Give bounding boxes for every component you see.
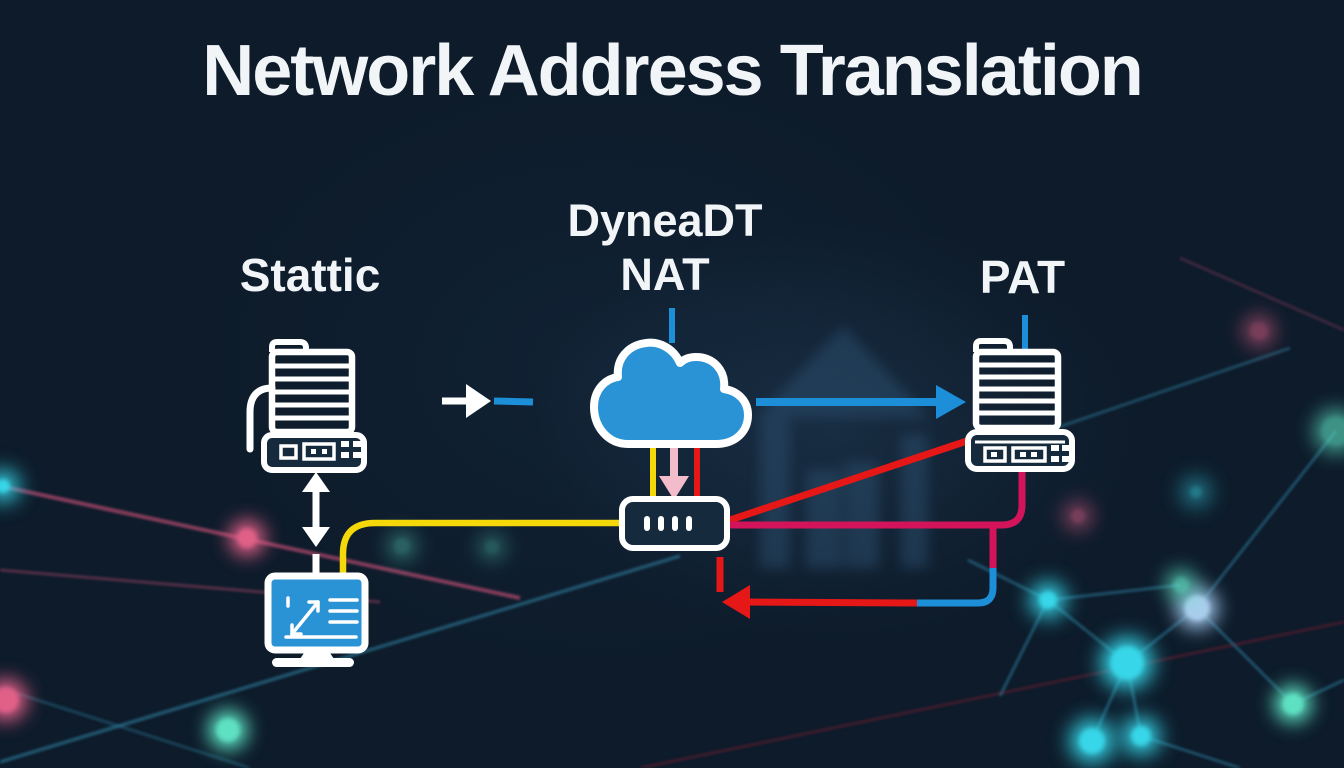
left-arrow-icon [722, 585, 750, 619]
red-diagonal-line [725, 437, 969, 525]
nat-cloud-icon [590, 338, 752, 448]
mesh-cluster [967, 430, 1344, 768]
mesh-line [1179, 256, 1344, 332]
down-arrow-icon [659, 446, 689, 500]
network-node [485, 540, 499, 554]
network-node [1071, 509, 1085, 523]
mesh-line [0, 686, 251, 768]
label-pat: PAT [979, 251, 1066, 303]
label-dynamic-line2: NAT [620, 249, 710, 300]
label-dynamic-nat: DyneaDT NAT [530, 194, 800, 302]
network-node [1131, 726, 1151, 746]
static-monitor-icon [264, 572, 369, 667]
right-arrow-icon [756, 385, 966, 419]
label-static-nat: Stattic [239, 249, 381, 301]
network-node [0, 479, 10, 493]
network-node [1321, 416, 1344, 446]
network-node [1079, 728, 1105, 754]
network-node [1282, 693, 1304, 715]
network-node [1250, 322, 1268, 340]
page-title: Network Address Translation [202, 31, 1144, 111]
nat-switch-box-icon [619, 496, 730, 551]
mesh-line [0, 484, 521, 600]
yellow-route-line [339, 519, 621, 577]
static-router-icon [261, 432, 367, 473]
network-node [1039, 591, 1057, 609]
mesh-line [1055, 346, 1291, 430]
network-node [1110, 646, 1144, 680]
network-node [1173, 577, 1189, 593]
network-node [216, 718, 240, 742]
mesh-line [639, 620, 1344, 768]
return-route [716, 528, 997, 619]
static-document-icon [246, 339, 356, 453]
network-node [1190, 486, 1202, 498]
network-node [237, 528, 257, 548]
network-node [0, 687, 19, 713]
pat-router-icon [965, 429, 1075, 472]
label-dynamic-line1: DyneaDT [567, 195, 763, 246]
right-arrow-icon [442, 384, 534, 418]
network-node [394, 538, 410, 554]
updown-arrow-icon [302, 472, 330, 573]
pat-document-icon [972, 338, 1062, 432]
magenta-route-line [728, 466, 1026, 529]
network-node [1184, 595, 1210, 621]
